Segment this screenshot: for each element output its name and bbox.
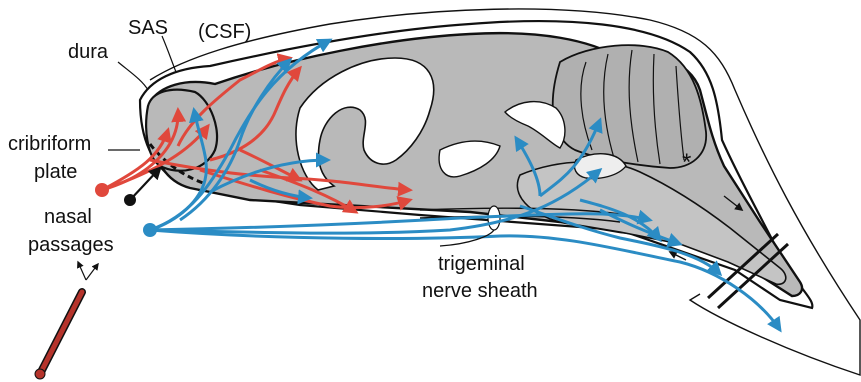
csf-label: (CSF) xyxy=(198,21,251,43)
nasal-label-line2: passages xyxy=(28,234,114,256)
sas-label: SAS xyxy=(128,17,168,39)
dura-label: dura xyxy=(68,41,109,63)
red-dot-icon xyxy=(95,183,109,197)
applicator-icon xyxy=(35,262,98,379)
trigeminal-label-line2: nerve sheath xyxy=(422,280,538,302)
nasal-label-line1: nasal xyxy=(44,206,92,228)
asterisk-marker: * xyxy=(682,149,691,176)
cribriform-label-line2: plate xyxy=(34,161,77,183)
blue-dot-icon xyxy=(143,223,157,237)
cribriform-label-line1: cribriform xyxy=(8,133,91,155)
trigeminal-label-line1: trigeminal xyxy=(438,253,525,275)
